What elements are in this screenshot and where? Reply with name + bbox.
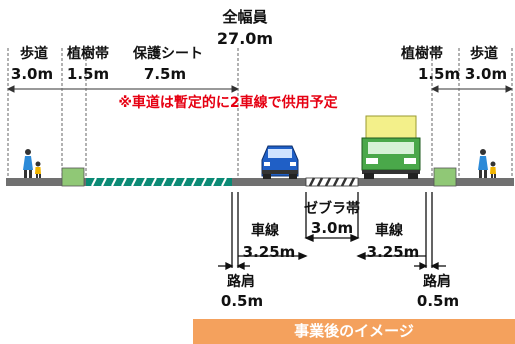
provisional-lanes-note: ※車道は暫定的に2車線で供用予定 [118, 95, 338, 111]
shoulder-right-value: 0.5m [416, 292, 460, 310]
shoulder-right-label: 路肩 [423, 274, 451, 290]
planting-left-label: 植樹帯 [67, 46, 109, 62]
planting-left-value: 1.5m [66, 65, 110, 83]
protection-sheet [86, 178, 232, 186]
shoulder-left-value: 0.5m [220, 292, 264, 310]
car-icon [261, 145, 299, 179]
lane-left-value: 3.25m [242, 243, 296, 261]
sidewalk-right-value: 3.0m [464, 65, 508, 83]
lower-dimension-lines [218, 192, 446, 271]
sidewalk-right-label: 歩道 [470, 46, 498, 62]
pedestrian-right-icon [478, 149, 496, 178]
planting-strip-right [433, 167, 457, 187]
zebra-strip [305, 177, 359, 187]
sidewalk-left-value: 3.0m [10, 65, 54, 83]
zebra-value: 3.0m [310, 219, 354, 237]
planting-right-label: 植樹帯 [401, 46, 443, 62]
zebra-hatch [308, 177, 356, 187]
pedestrian-left-icon [23, 149, 41, 178]
after-project-banner: 事業後のイメージ [193, 319, 515, 344]
sidewalk-left-label: 歩道 [20, 46, 48, 62]
protection-sheet-hatch [91, 177, 227, 187]
lane-right-value: 3.25m [366, 243, 420, 261]
planting-right-value: 1.5m [417, 65, 461, 83]
road-surface [6, 178, 514, 186]
truck-icon [361, 115, 421, 179]
zebra-label: ゼブラ帯 [304, 201, 360, 217]
shoulder-left-label: 路肩 [227, 274, 255, 290]
protection-sheet-label: 保護シート [133, 46, 203, 62]
protection-sheet-value: 7.5m [143, 65, 187, 83]
guide-lines [7, 48, 513, 180]
lane-left-label: 車線 [251, 223, 279, 239]
total-width-label: 全幅員 [222, 8, 268, 26]
lane-right-label: 車線 [375, 223, 403, 239]
dimension-lines [6, 85, 514, 93]
total-width-value: 27.0m [216, 29, 274, 48]
planting-strip-left [61, 167, 85, 187]
